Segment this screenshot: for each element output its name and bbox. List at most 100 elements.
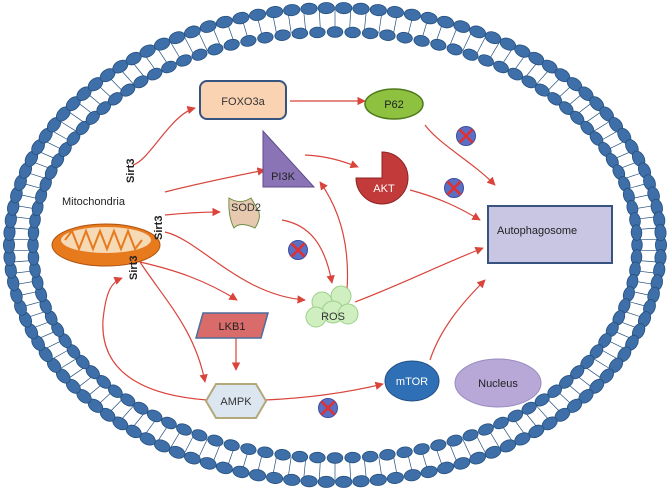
arrow-mito-pi3k xyxy=(164,167,266,193)
lipid-head xyxy=(403,8,421,21)
lipid-head xyxy=(215,15,233,29)
lipid-head xyxy=(469,451,486,465)
lipid-head xyxy=(191,48,208,61)
lipid-head xyxy=(352,475,370,488)
pi3k-node: PI3K xyxy=(262,129,316,188)
lipid-head xyxy=(176,54,192,67)
arrow-akt-autophagosome xyxy=(409,189,481,221)
lipid-head xyxy=(326,452,344,464)
foxo3a-label: FOXO3a xyxy=(221,96,265,108)
arrow-pi3k-akt xyxy=(304,154,359,169)
akt-node: AKT xyxy=(355,151,409,205)
lipid-head xyxy=(361,27,379,40)
lipid-tail xyxy=(584,366,603,380)
lipid-head xyxy=(654,223,667,241)
lipid-tail xyxy=(462,438,473,460)
lipid-tail xyxy=(637,238,660,241)
lipid-head xyxy=(630,224,643,241)
lipid-head xyxy=(249,469,267,482)
sirt3-label-top: Sirt3 xyxy=(125,159,137,183)
lipid-head xyxy=(317,475,335,488)
lipid-head xyxy=(249,8,267,21)
lipid-head xyxy=(379,449,396,461)
sod2-node: SOD2 xyxy=(228,197,261,229)
lipid-tail xyxy=(475,434,487,455)
foxo3a-node: FOXO3a xyxy=(199,80,287,120)
arrow-p62-autophagosome xyxy=(424,124,496,186)
arrow-ampk-mtor xyxy=(264,381,384,401)
lipid-head xyxy=(300,475,318,488)
lipid-head xyxy=(309,26,326,39)
lipid-head xyxy=(379,29,396,41)
lipid-head xyxy=(396,446,413,459)
lipid-tail xyxy=(462,30,473,52)
lipid-head xyxy=(317,2,335,15)
mtor-node: mTOR xyxy=(384,360,440,402)
lipid-head xyxy=(462,48,479,61)
lipid-head xyxy=(493,416,509,430)
lipid-head xyxy=(184,451,201,465)
lipid-head xyxy=(223,439,240,452)
lipid-head xyxy=(369,473,387,486)
p62-label: P62 xyxy=(384,99,404,111)
lipid-head xyxy=(413,443,430,455)
lipid-tail xyxy=(58,120,78,133)
lipid-head xyxy=(232,11,250,25)
membrane-inner-layer xyxy=(27,26,643,464)
akt-label: AKT xyxy=(373,183,395,195)
lipid-head xyxy=(240,443,257,455)
nucleus-label: Nucleus xyxy=(478,378,518,390)
lipid-head xyxy=(223,38,240,51)
lipid-head xyxy=(413,35,430,47)
pathway-arrows xyxy=(102,96,496,401)
lipid-head xyxy=(300,2,318,15)
lipid-tail xyxy=(197,438,208,460)
arrow-sod2-ros xyxy=(281,219,335,284)
lipid-head xyxy=(369,4,387,17)
lipid-head xyxy=(396,31,413,44)
lipid-tail xyxy=(197,30,208,52)
lipid-tail xyxy=(58,357,78,370)
autophagosome-label: Autophagosome xyxy=(497,225,577,237)
lipid-head xyxy=(478,423,494,436)
ampk-node: AMPK xyxy=(204,383,268,419)
arrow-mtor-autophagosome xyxy=(429,279,486,361)
lipid-head xyxy=(191,429,208,442)
lkb1-node: LKB1 xyxy=(195,312,269,339)
lipid-head xyxy=(199,20,217,33)
lipid-head xyxy=(437,461,455,475)
lipid-head xyxy=(291,450,309,463)
lipid-head xyxy=(446,43,463,56)
arrow-mito-ros xyxy=(164,231,306,304)
lipid-head xyxy=(446,434,463,447)
inhibit-icon xyxy=(318,398,338,418)
lipid-head xyxy=(309,451,326,464)
lipid-tail xyxy=(183,434,195,455)
lipid-head xyxy=(291,27,309,40)
arrow-mito-lkb1 xyxy=(139,261,238,301)
p62-node: P62 xyxy=(364,88,424,120)
lipid-head xyxy=(386,471,404,484)
lipid-head xyxy=(207,43,224,56)
lipid-head xyxy=(352,2,370,15)
lipid-head xyxy=(232,465,250,479)
lkb1-label: LKB1 xyxy=(219,321,246,333)
lipid-head xyxy=(161,60,177,74)
nucleus-node: Nucleus xyxy=(454,358,542,408)
mtor-label: mTOR xyxy=(396,376,428,388)
lipid-head xyxy=(266,471,284,484)
lipid-head xyxy=(430,439,447,452)
arrow-mito-ampk xyxy=(139,261,208,383)
autophagosome-node: Autophagosome xyxy=(487,205,613,264)
arrow-sirt3-foxo3a xyxy=(132,106,196,166)
lipid-head xyxy=(215,461,233,475)
lipid-tail xyxy=(475,35,487,56)
lipid-head xyxy=(274,449,291,461)
lipid-head xyxy=(453,457,471,470)
lipid-head xyxy=(257,31,274,44)
lipid-tail xyxy=(183,35,195,56)
sirt3-label-mid: Sirt3 xyxy=(153,216,165,240)
lipid-head xyxy=(335,475,353,488)
